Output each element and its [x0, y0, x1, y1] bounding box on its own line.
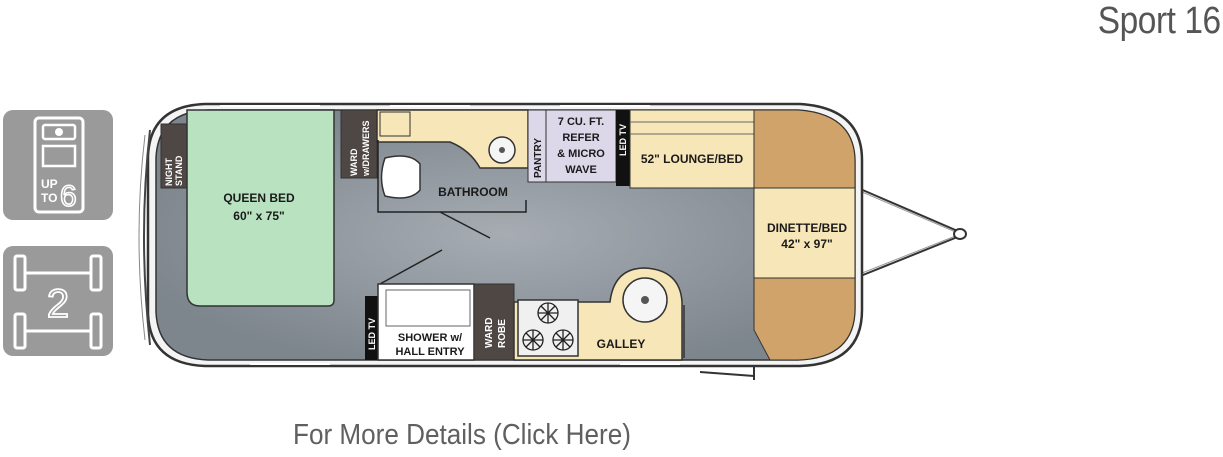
led-tv-bottom-label: LED TV	[367, 318, 377, 350]
lounge-label: 52" LOUNGE/BED	[641, 152, 744, 166]
sleeps-count: 6	[60, 180, 77, 213]
pantry-label: PANTRY	[533, 138, 544, 178]
toilet	[380, 155, 421, 199]
sleeps-up-text: UP	[41, 177, 58, 191]
ward-drawers-label-1: WARD	[349, 148, 359, 176]
ward-robe-label-2: ROBE	[497, 319, 508, 348]
refer-label-2: REFER	[562, 132, 599, 144]
more-details-link[interactable]: For More Details (Click Here)	[293, 419, 631, 451]
entry-door	[690, 365, 755, 380]
sleeps-to-text: TO	[41, 191, 57, 205]
ward-robe	[473, 283, 515, 361]
axles-count: 2	[47, 282, 69, 326]
ward-robe-label-1: WARD	[484, 317, 495, 348]
led-tv-top	[616, 110, 630, 186]
bathroom-label: BATHROOM	[438, 185, 508, 199]
queen-bed	[186, 109, 335, 307]
refer-label-4: WAVE	[565, 164, 597, 176]
night-stand	[160, 123, 188, 189]
led-tv-top-label: LED TV	[618, 124, 628, 156]
shower	[377, 283, 475, 361]
refrigerator-microwave	[545, 109, 617, 183]
front-cushion-bottom	[753, 277, 856, 361]
refer-label-1: 7 CU. FT.	[558, 116, 604, 128]
refer-label-3: & MICRO	[557, 148, 605, 160]
shower-label-1: SHOWER w/	[398, 332, 462, 344]
dinette-size: 42" x 97"	[781, 237, 832, 251]
night-stand-label-1: NIGHT	[164, 158, 174, 187]
axle-icon: 2	[13, 254, 103, 350]
lounge-bed	[629, 109, 755, 189]
ward-drawers	[340, 109, 378, 179]
galley-label: GALLEY	[597, 337, 646, 351]
ward-drawers-label-2: w/DRAWERS	[361, 120, 371, 177]
led-tv-bottom	[365, 296, 378, 360]
sleeper-icon: UP TO 6	[33, 116, 85, 214]
queen-bed-size: 60" x 75"	[233, 209, 284, 223]
windows	[220, 105, 680, 365]
axles-badge: 2	[3, 246, 113, 356]
queen-bed-label: QUEEN BED	[223, 191, 295, 205]
shower-label-2: HALL ENTRY	[395, 346, 465, 358]
rear-bumper	[143, 129, 151, 346]
dinette-label: DINETTE/BED	[767, 221, 847, 235]
night-stand-label-2: STAND	[174, 155, 184, 186]
stove-burners	[522, 302, 574, 351]
model-title: Sport 16	[1098, 0, 1221, 42]
hitch	[857, 187, 967, 278]
front-cushion-top	[753, 109, 856, 189]
sleeps-badge: UP TO 6	[3, 110, 113, 220]
